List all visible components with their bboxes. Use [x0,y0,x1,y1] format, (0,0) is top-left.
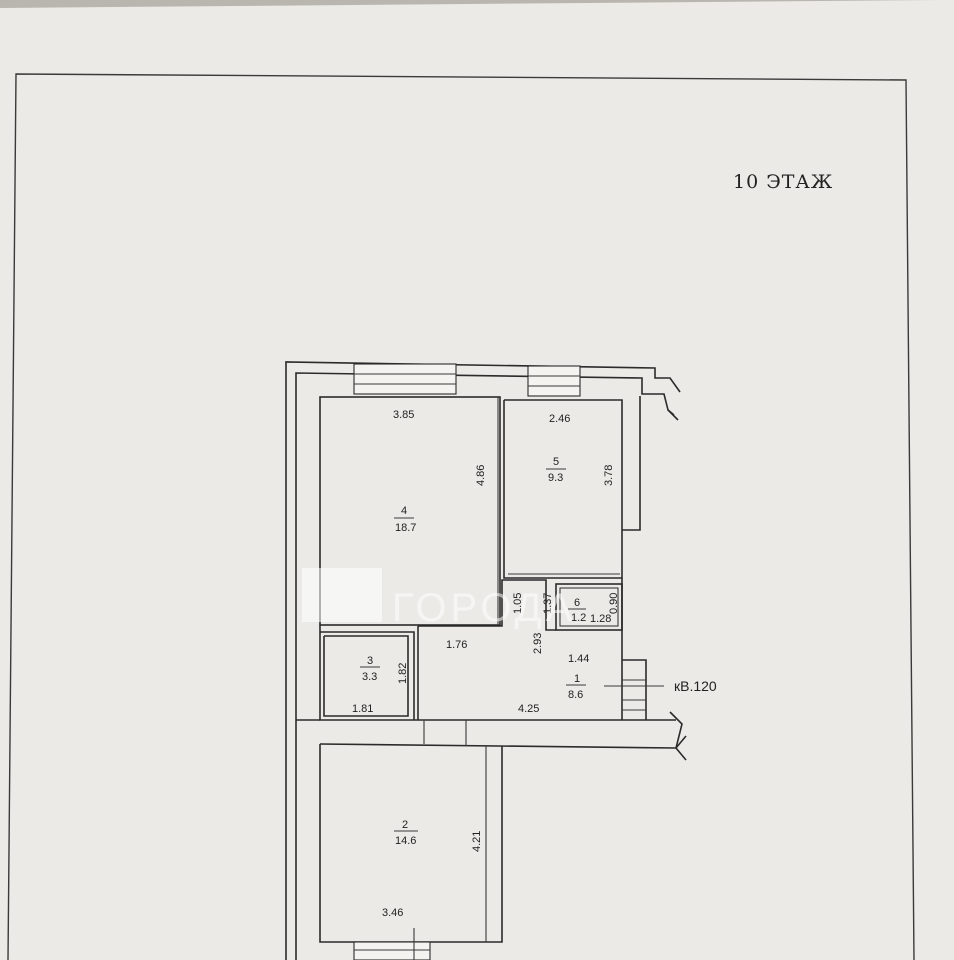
window-top-left [353,363,457,395]
room-4-width: 3.85 [393,409,414,421]
room-5-number: 5 [553,456,559,468]
room-3-depth: 1.82 [397,663,409,684]
drawing-frame [7,73,915,960]
room-5-width: 2.46 [549,413,570,425]
room-4-outline [319,396,501,626]
room-1-number: 1 [574,673,580,685]
corridor-wall [296,711,687,761]
room-4-number: 4 [401,505,407,517]
room-1-width: 4.25 [518,703,539,715]
room-4-area: 18.7 [395,522,416,534]
watermark: ГОРОДА [302,568,576,630]
room-4-depth: 4.86 [475,465,487,486]
window-top-right [527,365,581,397]
room-6-area: 1.2 [571,612,586,624]
room-1-depth: 2.93 [532,633,544,654]
passage-height-a: 1.05 [512,593,524,614]
room-3-width: 1.81 [352,703,373,715]
room-2-width: 3.46 [382,907,403,919]
room-2-area: 14.6 [395,835,416,847]
room-3-area: 3.3 [362,671,377,683]
room-2-number: 2 [402,819,408,831]
window-bottom [353,928,431,960]
watermark-logo [302,568,382,622]
room-6-number: 6 [574,597,580,609]
hall-right-width: 1.44 [568,653,589,665]
hall-upper-width: 1.76 [446,639,467,651]
room-5-area: 9.3 [548,472,563,484]
room-2-depth: 4.21 [471,831,483,852]
room-5-depth: 3.78 [603,465,615,486]
room-1-area: 8.6 [568,689,583,701]
passage-height-b: 1.37 [542,593,554,614]
apartment-label: кВ.120 [674,678,717,694]
watermark-text: ГОРОДА [392,586,576,630]
floor-title: 10 ЭТАЖ [733,171,833,193]
room-6-depth: 0.90 [608,593,620,614]
room-3-number: 3 [367,655,373,667]
outer-walls [285,361,681,960]
room-6-width: 1.28 [590,613,611,625]
